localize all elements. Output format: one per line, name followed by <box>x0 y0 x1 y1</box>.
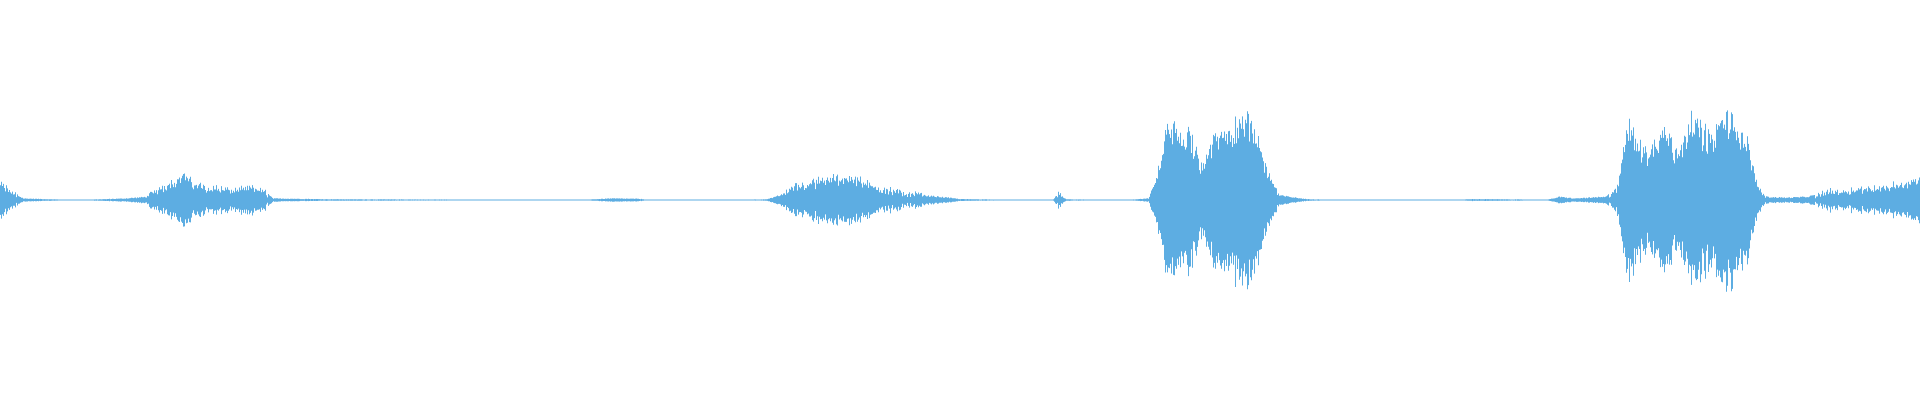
waveform-bars <box>0 110 1920 292</box>
waveform-amplitude-path <box>0 110 1920 292</box>
